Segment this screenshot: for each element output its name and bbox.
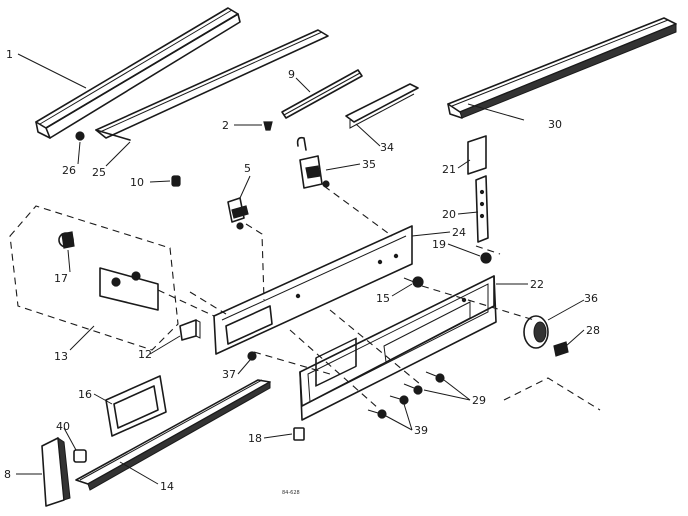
label-5: 5: [244, 162, 251, 175]
label-21: 21: [442, 163, 456, 176]
label-24: 24: [452, 226, 466, 239]
part-10-knob: [171, 175, 181, 187]
part-18-block: [293, 427, 305, 441]
part-19-nut: [480, 252, 492, 264]
part-8-end-cap: [41, 436, 71, 507]
part-35-switch: [296, 136, 330, 189]
label-26: 26: [62, 164, 76, 177]
drawing-code: 84-628: [282, 490, 300, 496]
part-1-top-rail: [35, 7, 241, 139]
label-14: 14: [160, 480, 174, 493]
part-28-fitting: [553, 341, 569, 357]
part-26-clip: [75, 131, 85, 141]
label-8: 8: [4, 468, 11, 481]
part-12-bracket: [179, 319, 201, 341]
part-9-rod: [281, 69, 363, 119]
label-9: 9: [288, 68, 295, 81]
part-20-bracket: [475, 175, 489, 243]
label-28: 28: [586, 324, 600, 337]
part-30-rail: [447, 17, 677, 119]
label-40: 40: [56, 420, 70, 433]
label-30: 30: [548, 118, 562, 131]
label-37: 37: [222, 368, 236, 381]
label-35: 35: [362, 158, 376, 171]
part-40-clip: [73, 449, 87, 463]
part-39-screws: [367, 395, 409, 419]
label-12: 12: [138, 348, 152, 361]
label-1: 1: [6, 48, 13, 61]
part-14-bottom-strip: [75, 379, 271, 491]
part-34-channel: [345, 83, 419, 129]
label-2: 2: [222, 119, 229, 132]
label-10: 10: [130, 176, 144, 189]
part-16-window-frame: [105, 375, 167, 437]
label-22: 22: [530, 278, 544, 291]
leader-lines: [16, 53, 585, 485]
part-15-screw: [403, 276, 424, 288]
label-19: 19: [432, 238, 446, 251]
label-13: 13: [54, 350, 68, 363]
part-13-bracket-group: [9, 205, 179, 351]
label-20: 20: [442, 208, 456, 221]
part-25-trim-strip: [95, 29, 329, 141]
part-21-plate: [467, 135, 487, 175]
label-16: 16: [78, 388, 92, 401]
label-36: 36: [584, 292, 598, 305]
part-17-switch: [58, 231, 75, 249]
part-36-knob: [523, 315, 549, 349]
label-18: 18: [248, 432, 262, 445]
part-29-screws: [403, 371, 445, 395]
label-15: 15: [376, 292, 390, 305]
label-34: 34: [380, 141, 394, 154]
label-29: 29: [472, 394, 486, 407]
part-5-switch: [227, 197, 249, 230]
part-labels: 1 2 5 8 9 10 12 13 14 15 16 17 18 19 20 …: [4, 48, 600, 496]
part-37-screw: [247, 351, 257, 361]
part-24-back-plate: [213, 225, 413, 355]
part-22-front-panel: [299, 275, 497, 421]
part-2-clip: [263, 121, 273, 131]
label-39: 39: [414, 424, 428, 437]
label-17: 17: [54, 272, 68, 285]
label-25: 25: [92, 166, 106, 179]
alignment-lines: [157, 185, 601, 411]
